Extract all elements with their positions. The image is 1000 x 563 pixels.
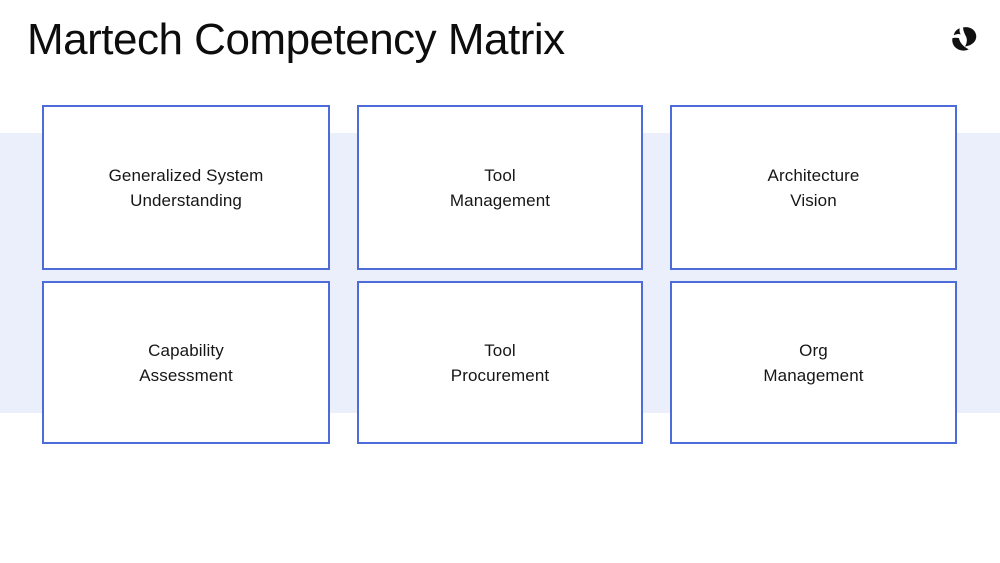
competency-grid: Generalized System Understanding Tool Ma… bbox=[42, 105, 957, 444]
cell-label-line: Org bbox=[799, 340, 828, 360]
cell-label-line: Understanding bbox=[130, 190, 242, 210]
cell-label-line: Architecture bbox=[767, 165, 860, 185]
cell-label-line: Capability bbox=[148, 340, 224, 360]
matrix-cell-tool-procurement: Tool Procurement bbox=[357, 281, 643, 444]
reforge-brand-mark-icon bbox=[950, 25, 978, 55]
cell-label-line: Tool bbox=[484, 165, 516, 185]
cell-label-line: Management bbox=[763, 365, 864, 385]
cell-label-line: Vision bbox=[790, 190, 837, 210]
matrix-cell-architecture-vision: Architecture Vision bbox=[670, 105, 957, 270]
matrix-cell-org-management: Org Management bbox=[670, 281, 957, 444]
cell-label-line: Tool bbox=[484, 340, 516, 360]
brand-mark-stroke-right bbox=[963, 27, 977, 47]
matrix-cell-tool-management: Tool Management bbox=[357, 105, 643, 270]
cell-label-line: Assessment bbox=[139, 365, 233, 385]
brand-mark-stroke-bottom-left bbox=[952, 37, 969, 51]
page-title: Martech Competency Matrix bbox=[27, 15, 565, 64]
cell-label-line: Generalized System bbox=[108, 165, 264, 185]
matrix-cell-generalized-system-understanding: Generalized System Understanding bbox=[42, 105, 330, 270]
cell-label-line: Management bbox=[449, 190, 551, 210]
cell-label-line: Procurement bbox=[450, 365, 550, 385]
matrix-cell-capability-assessment: Capability Assessment bbox=[42, 281, 330, 444]
brand-mark-stroke-top-left bbox=[953, 28, 961, 36]
